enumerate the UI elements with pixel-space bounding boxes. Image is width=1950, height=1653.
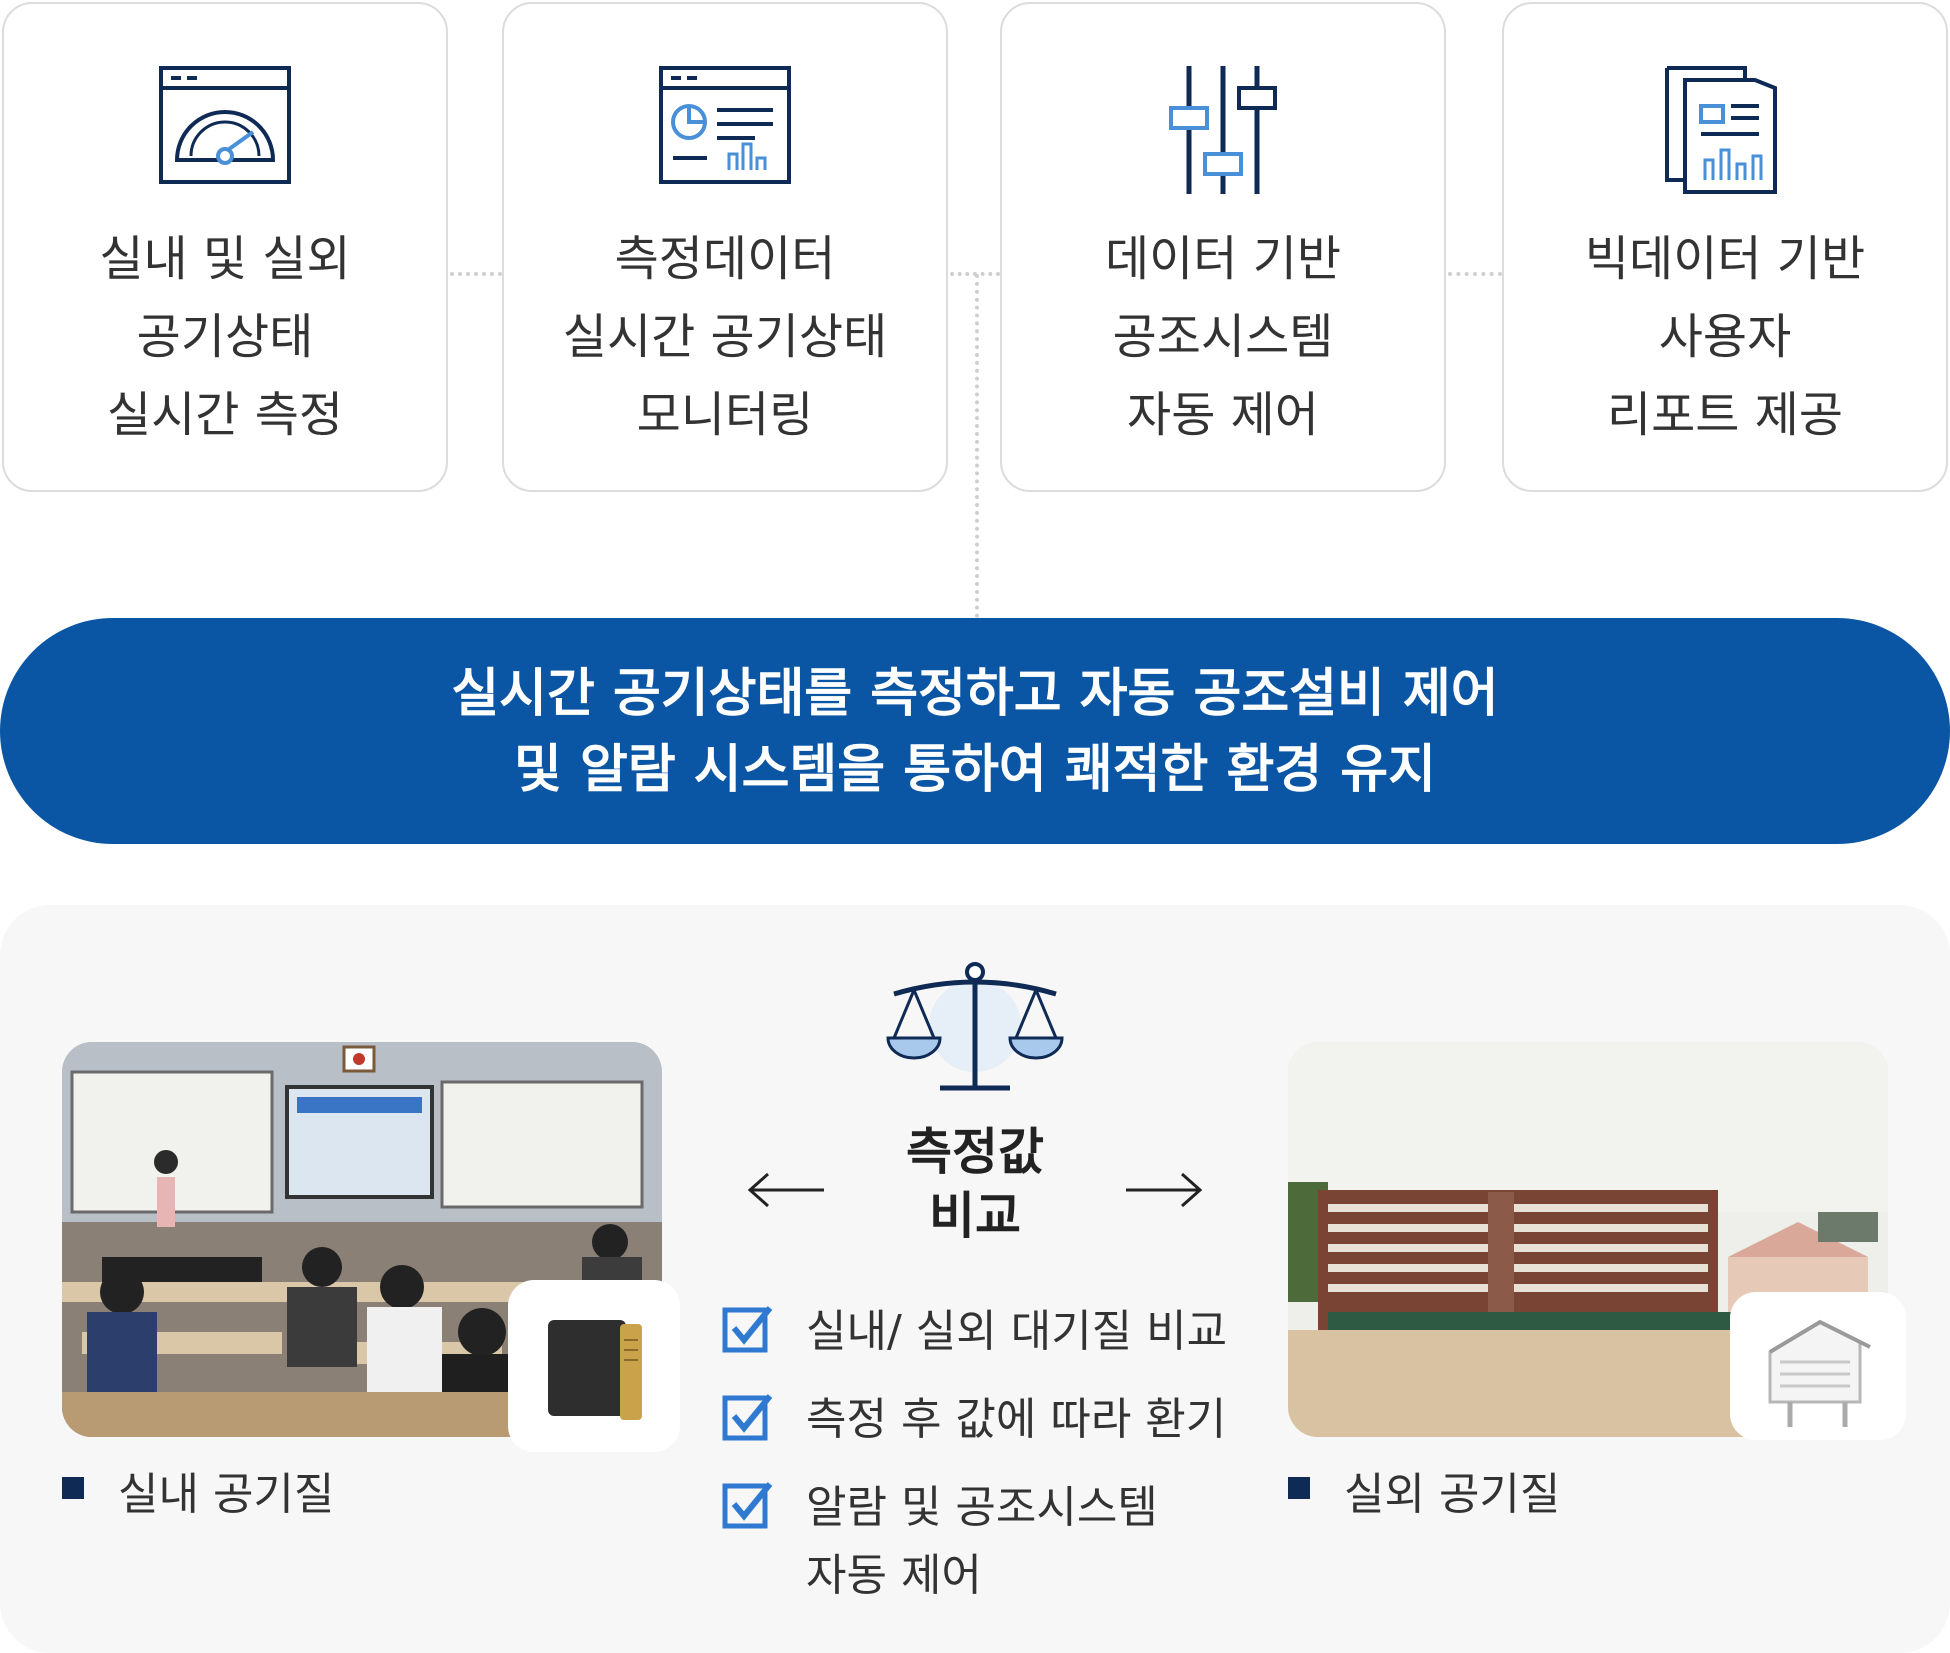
- card-line: 실내 및 실외: [99, 231, 351, 287]
- arrow-right-icon: [1126, 1172, 1203, 1208]
- bullet-square: [1288, 1477, 1310, 1499]
- card-line: 빅데이터 기반: [1584, 231, 1866, 287]
- card-line: 모니터링: [636, 387, 814, 443]
- check-text: 측정 후 값에 따라 환기: [806, 1394, 1227, 1445]
- check-text: 실내/ 실외 대기질 비교: [806, 1306, 1228, 1357]
- card-line: 실시간 측정: [106, 387, 344, 443]
- check-text-line: 알람 및 공조시스템: [806, 1482, 1158, 1533]
- gauge-window-icon: [159, 66, 291, 184]
- indoor-sensor-device: [508, 1280, 680, 1452]
- outdoor-caption: 실외 공기질: [1344, 1469, 1561, 1520]
- check-text-line: 자동 제어: [806, 1550, 982, 1601]
- summary-banner: 실시간 공기상태를 측정하고 자동 공조설비 제어 및 알람 시스템을 통하여 …: [0, 618, 1950, 844]
- compare-title-line: 측정값: [906, 1123, 1044, 1181]
- balance-scale-icon: [886, 962, 1064, 1091]
- card-line: 데이터 기반: [1104, 231, 1342, 287]
- card-line: 공조시스템: [1112, 309, 1334, 365]
- connector-dots: [1448, 272, 1502, 276]
- checkbox-icon: [722, 1482, 773, 1529]
- classroom-photo: [62, 1042, 662, 1437]
- feature-card-report: 빅데이터 기반 사용자 리포트 제공: [1502, 2, 1948, 492]
- feature-card-measure: 실내 및 실외 공기상태 실시간 측정: [2, 2, 448, 492]
- report-documents-icon: [1665, 66, 1777, 194]
- feature-card-monitoring: 측정데이터 실시간 공기상태 모니터링: [502, 2, 948, 492]
- outdoor-weather-shelter: [1730, 1292, 1906, 1440]
- dashboard-chart-icon: [659, 66, 791, 184]
- checkbox-icon: [722, 1394, 773, 1441]
- check-text: 알람 및 공조시스템 자동 제어: [806, 1474, 1158, 1610]
- indoor-caption: 실내 공기질: [118, 1469, 335, 1520]
- card-line: 공기상태: [136, 309, 314, 365]
- feature-card-control: 데이터 기반 공조시스템 자동 제어: [1000, 2, 1446, 492]
- classroom-scene: [62, 1042, 662, 1437]
- arrow-left-icon: [747, 1172, 824, 1208]
- card-line: 리포트 제공: [1606, 387, 1844, 443]
- compare-title: 측정값 비교: [900, 1120, 1050, 1248]
- compare-title-line: 비교: [929, 1187, 1021, 1245]
- banner-line: 실시간 공기상태를 측정하고 자동 공조설비 제어: [451, 664, 1499, 724]
- school-building-photo: [1288, 1042, 1888, 1437]
- bullet-square: [62, 1477, 84, 1499]
- card-line: 실시간 공기상태: [562, 309, 888, 365]
- card-line: 측정데이터: [614, 231, 836, 287]
- checkbox-icon: [722, 1306, 773, 1353]
- card-line: 자동 제어: [1127, 387, 1319, 443]
- weather-shelter-icon: [1768, 1319, 1871, 1427]
- connector-dots: [450, 272, 502, 276]
- connector-dots-vertical: [975, 274, 979, 618]
- sliders-control-icon: [1169, 66, 1277, 194]
- sensor-device-icon: [548, 1320, 642, 1420]
- card-line: 사용자: [1658, 309, 1792, 365]
- banner-line: 및 알람 시스템을 통하여 쾌적한 환경 유지: [514, 740, 1436, 800]
